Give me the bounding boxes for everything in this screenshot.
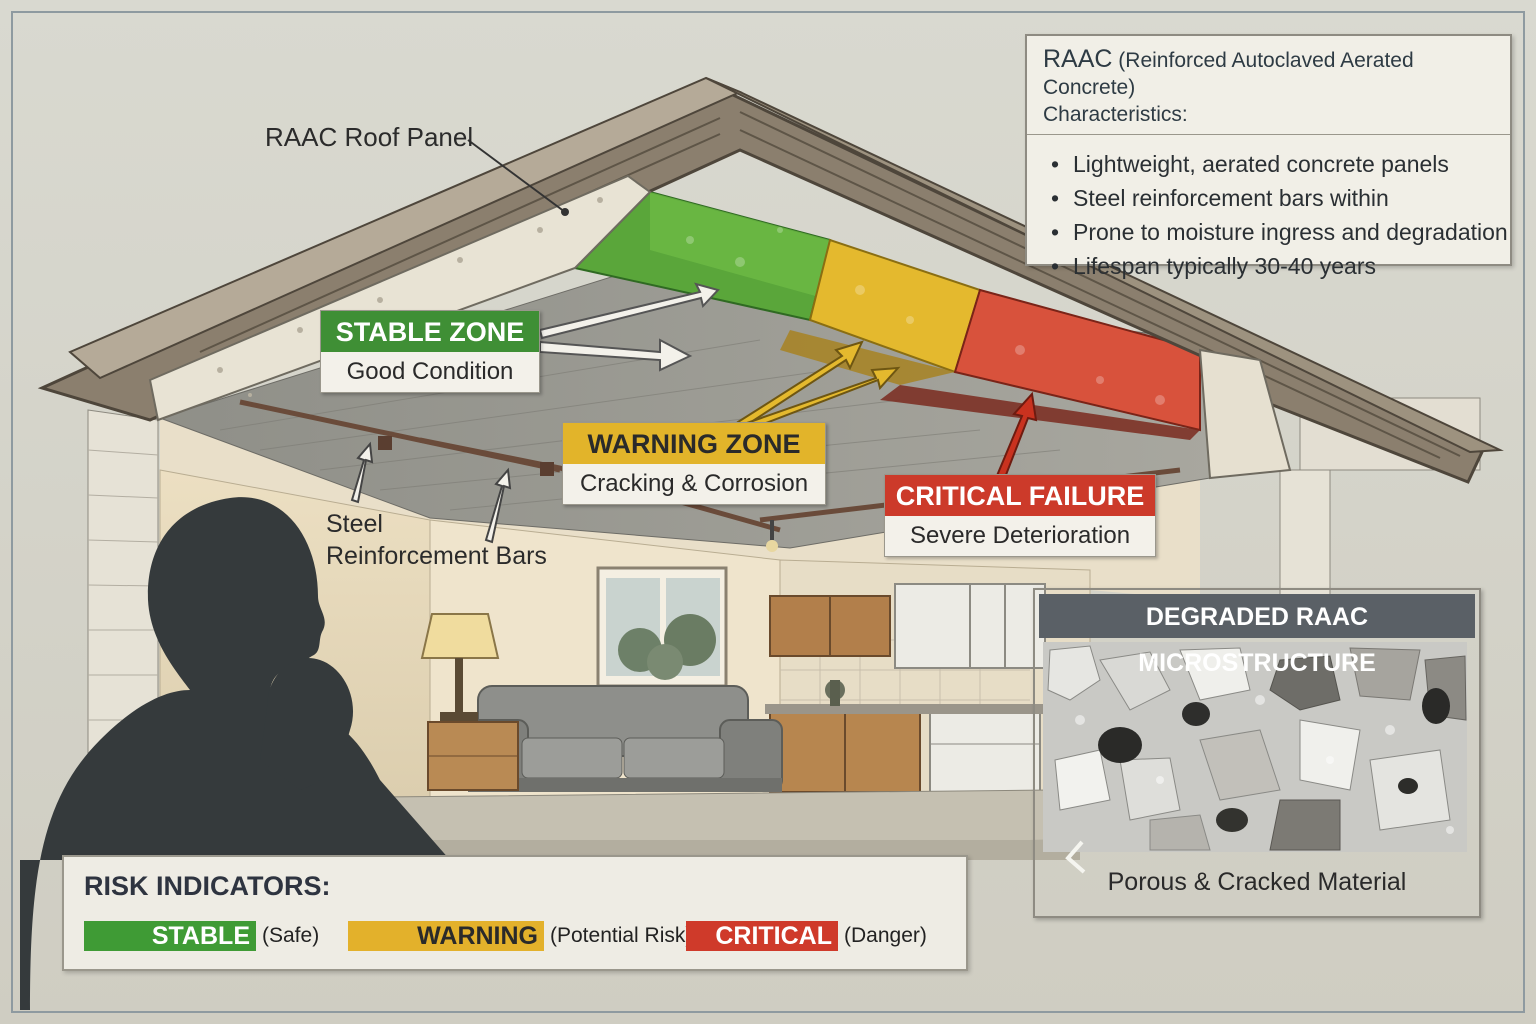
risk-indicators-legend: RISK INDICATORS: STABLE (Safe) WARNING (… bbox=[62, 855, 968, 971]
window bbox=[596, 566, 728, 688]
bullet-text: Steel reinforcement bars within bbox=[1073, 185, 1389, 211]
bullet-icon: • bbox=[1051, 185, 1060, 211]
bullet-icon: • bbox=[1051, 219, 1060, 245]
info-box-title: RAAC (Reinforced Autoclaved Aerated Conc… bbox=[1027, 36, 1510, 135]
bullet-icon: • bbox=[1051, 253, 1060, 279]
info-box-title-line2: Characteristics: bbox=[1043, 103, 1188, 126]
stable-zone-callout: STABLE ZONE Good Condition bbox=[320, 310, 540, 393]
legend-note-stable: (Safe) bbox=[262, 924, 320, 947]
info-box-title-rest: (Reinforced Autoclaved Aerated Concrete) bbox=[1043, 49, 1414, 99]
warning-zone-title: WARNING ZONE bbox=[563, 423, 825, 464]
warning-zone-subtitle: Cracking & Corrosion bbox=[579, 470, 809, 497]
list-item: • Lifespan typically 30-40 years bbox=[1051, 249, 1510, 283]
legend-item-stable: STABLE (Safe) bbox=[84, 920, 319, 952]
info-box-bullets: • Lightweight, aerated concrete panels • S… bbox=[1027, 147, 1510, 283]
raac-characteristics-box: RAAC (Reinforced Autoclaved Aerated Conc… bbox=[1025, 34, 1512, 279]
legend-swatch-warning: WARNING bbox=[348, 921, 544, 951]
legend-swatch-stable: STABLE bbox=[84, 921, 256, 951]
steel-bars-label-line2: Reinforcement Bars bbox=[326, 542, 547, 570]
stable-arrows bbox=[538, 282, 720, 372]
kitchen-counter bbox=[765, 680, 1045, 795]
list-item: • Steel reinforcement bars within bbox=[1051, 181, 1510, 215]
list-item: • Lightweight, aerated concrete panels bbox=[1051, 147, 1510, 181]
critical-arrow bbox=[994, 391, 1038, 482]
lamp bbox=[420, 613, 519, 791]
warning-arrows bbox=[736, 340, 901, 432]
stable-zone-subtitle: Good Condition bbox=[346, 358, 514, 385]
warning-zone-callout: WARNING ZONE Cracking & Corrosion bbox=[562, 422, 826, 505]
bullet-text: Prone to moisture ingress and degradatio… bbox=[1073, 219, 1508, 245]
critical-zone-subtitle: Severe Deterioration bbox=[909, 522, 1131, 549]
legend-note-warning: (Potential Risk) bbox=[550, 924, 693, 947]
critical-zone-callout: CRITICAL FAILURE Severe Deterioration bbox=[884, 474, 1156, 557]
legend-swatch-critical: CRITICAL bbox=[686, 921, 838, 951]
steel-bars-label: Steel Reinforcement Bars bbox=[326, 508, 547, 572]
microstructure-caption: Porous & Cracked Material bbox=[1107, 868, 1407, 896]
bullet-text: Lifespan typically 30-40 years bbox=[1073, 253, 1376, 279]
upper-cabinets bbox=[769, 583, 1046, 669]
steel-bars-label-line1: Steel bbox=[326, 510, 383, 538]
person-silhouette bbox=[20, 497, 450, 1010]
microstructure-image bbox=[1043, 642, 1467, 874]
legend-title: RISK INDICATORS: bbox=[84, 871, 331, 901]
legend-item-critical: CRITICAL (Danger) bbox=[686, 920, 927, 952]
legend-item-warning: WARNING (Potential Risk) bbox=[348, 920, 692, 952]
critical-zone-title: CRITICAL FAILURE bbox=[885, 475, 1155, 516]
microstructure-box: DEGRADED RAAC MICROSTRUCTURE Porous & Cr… bbox=[1033, 588, 1481, 918]
info-box-title-strong: RAAC bbox=[1043, 45, 1113, 73]
legend-note-critical: (Danger) bbox=[844, 924, 927, 947]
stable-zone-title: STABLE ZONE bbox=[321, 311, 539, 352]
microstructure-title: DEGRADED RAAC MICROSTRUCTURE bbox=[1039, 594, 1475, 677]
roof-panel-label: RAAC Roof Panel bbox=[265, 122, 474, 152]
bullet-icon: • bbox=[1051, 151, 1060, 177]
list-item: • Prone to moisture ingress and degradati… bbox=[1051, 215, 1510, 249]
bullet-text: Lightweight, aerated concrete panels bbox=[1073, 151, 1449, 177]
